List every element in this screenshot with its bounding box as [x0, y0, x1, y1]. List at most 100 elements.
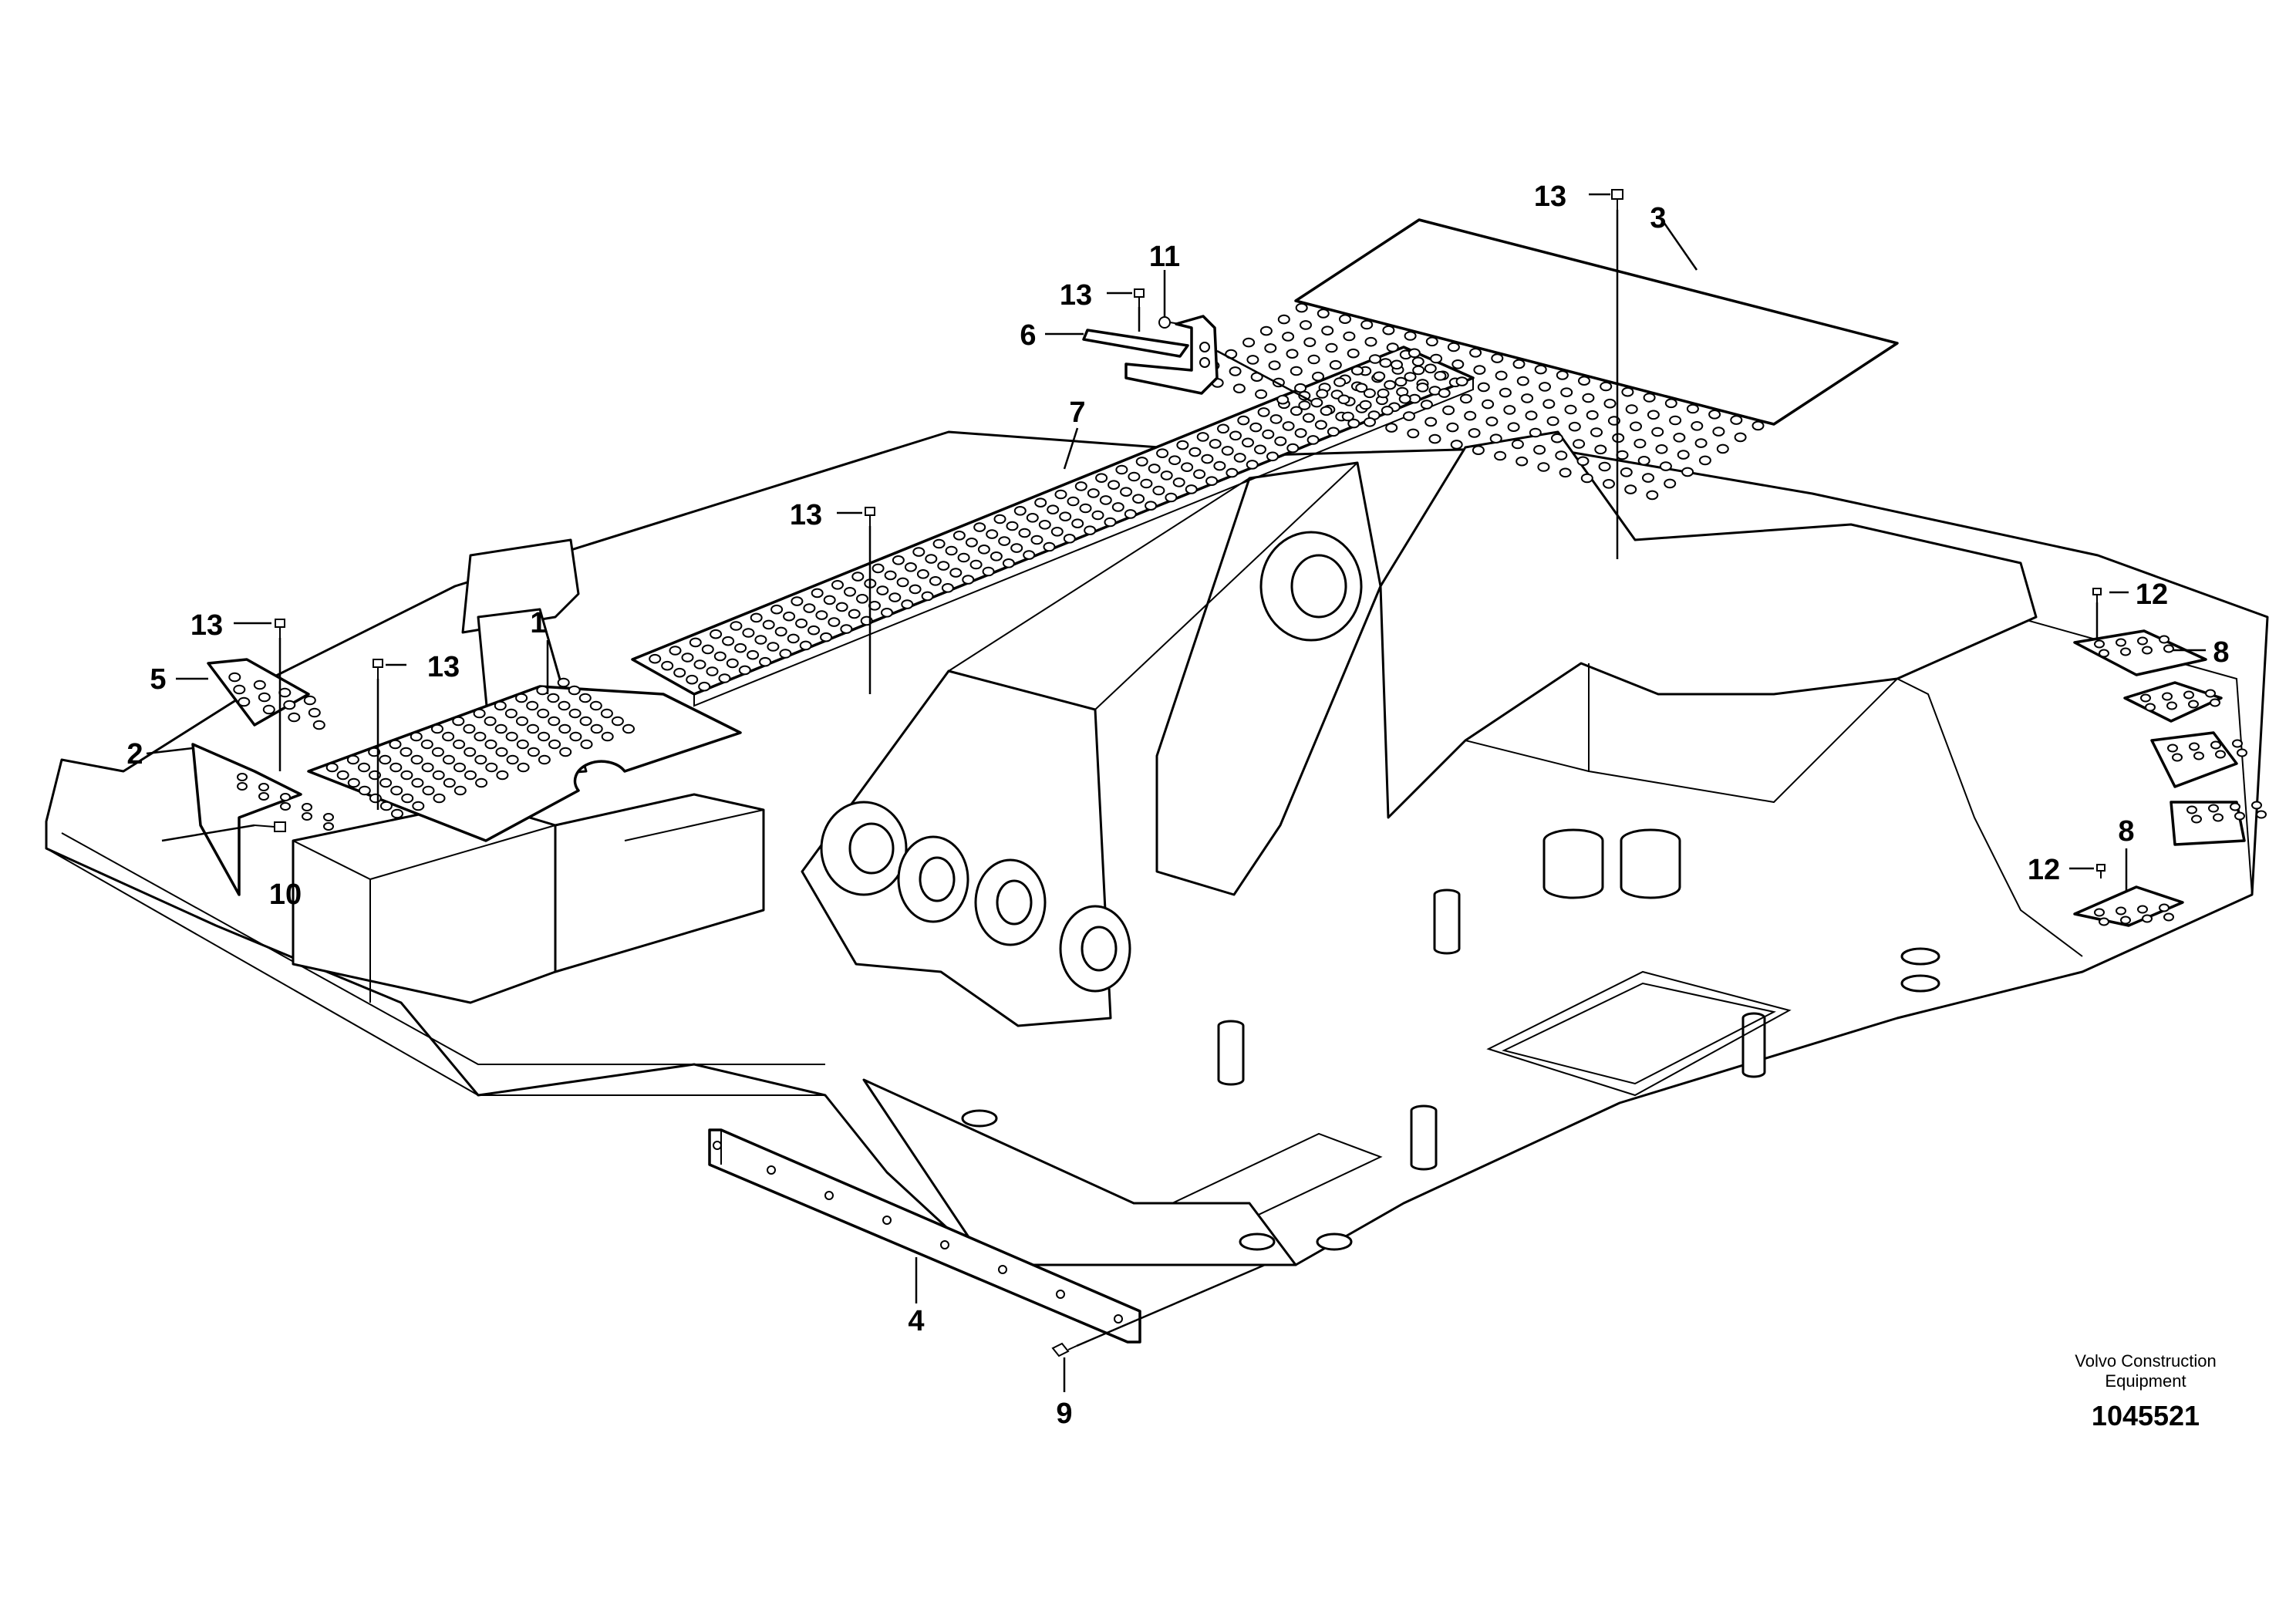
perforation-hole: [568, 685, 581, 696]
perforation-hole: [442, 754, 455, 765]
perforation-hole: [1686, 403, 1699, 414]
perforation-hole: [811, 588, 824, 599]
perforation-hole: [986, 529, 999, 539]
perforation-hole: [701, 644, 714, 655]
perforation-hole: [1343, 331, 1356, 342]
perforation-hole: [1091, 510, 1104, 521]
perforation-hole: [1317, 309, 1330, 319]
reference-number: 1045521: [2092, 1400, 2200, 1431]
perforation-hole: [1398, 394, 1411, 404]
perforation-hole: [649, 653, 662, 664]
brand-line-2: Equipment: [2105, 1371, 2186, 1391]
perforation-hole: [600, 708, 613, 719]
perforation-hole: [258, 692, 271, 703]
perforation-hole: [452, 716, 465, 727]
perforation-hole: [1377, 388, 1390, 399]
bolts: [254, 189, 2106, 1357]
perforation-hole: [1327, 427, 1340, 437]
perforation-hole: [1351, 366, 1364, 376]
perforation-hole: [2237, 748, 2247, 757]
perforation-hole: [2205, 689, 2216, 698]
perforation-hole: [1450, 440, 1463, 450]
perforation-hole: [443, 777, 456, 788]
perforation-hole: [840, 624, 853, 634]
perforation-hole: [347, 777, 360, 788]
perforation-hole: [515, 693, 528, 703]
perforation-hole: [1576, 456, 1590, 467]
perforation-hole: [1257, 407, 1270, 417]
perforation-hole: [228, 672, 241, 683]
perforation-hole: [258, 792, 269, 801]
perforation-hole: [787, 633, 800, 644]
perforation-hole: [1148, 464, 1161, 474]
perforation-hole: [1598, 461, 1611, 472]
bolt-13-a: [1611, 189, 1623, 210]
perforation-hole: [579, 716, 592, 727]
rail-4: [708, 1128, 1141, 1344]
perforation-hole: [463, 723, 476, 734]
perforation-hole: [1079, 503, 1092, 514]
perforation-hole: [1499, 387, 1512, 398]
perforation-hole: [412, 801, 425, 811]
perforation-hole: [1551, 433, 1563, 443]
perforation-hole: [1255, 389, 1268, 400]
perforation-hole: [1124, 509, 1137, 519]
perforation-hole: [718, 673, 731, 683]
perforation-hole: [2116, 906, 2126, 916]
perforation-hole: [921, 591, 934, 602]
perforation-hole: [2189, 742, 2200, 751]
perforation-hole: [1582, 393, 1595, 403]
perforation-hole: [1135, 457, 1148, 467]
perforation-hole: [1651, 427, 1664, 437]
perforation-hole: [1038, 520, 1051, 530]
step-plate-5: [207, 658, 325, 730]
perforation-hole: [1633, 438, 1647, 449]
clamp-bracket-6: [1082, 315, 1219, 395]
perforation-hole: [558, 723, 571, 734]
perforation-hole: [1580, 473, 1593, 484]
perforation-hole: [1282, 332, 1295, 342]
perforation-hole: [2159, 903, 2170, 912]
perforation-hole: [1295, 302, 1308, 313]
perforation-hole: [722, 636, 735, 646]
perforation-hole: [1226, 467, 1239, 478]
perforation-hole: [453, 739, 466, 750]
perforation-hole: [410, 731, 423, 742]
perforation-hole: [1233, 453, 1246, 463]
perforation-hole: [1303, 337, 1317, 348]
perforation-hole: [453, 762, 466, 773]
reference-block: Volvo Construction Equipment 1045521: [2075, 1351, 2216, 1431]
perforation-hole: [779, 649, 792, 659]
perforation-hole: [1229, 430, 1242, 441]
perforation-hole: [791, 596, 804, 606]
perforation-hole: [1664, 398, 1677, 409]
perforation-hole: [2210, 740, 2221, 750]
perforation-hole: [464, 770, 477, 781]
perforation-hole: [1290, 366, 1303, 376]
perforation-hole: [1115, 464, 1128, 475]
perforation-hole: [258, 783, 269, 791]
bolt-13-e: [373, 659, 383, 679]
perforation-hole: [410, 754, 423, 765]
perforation-hole: [1355, 383, 1368, 393]
perforation-hole: [1026, 513, 1039, 523]
perforation-hole: [957, 552, 970, 563]
perforation-hole: [965, 538, 978, 548]
perforation-hole: [1698, 455, 1711, 466]
perforation-hole: [1438, 388, 1451, 398]
perforation-hole: [1621, 386, 1634, 397]
perforation-hole: [1108, 480, 1121, 491]
perforation-hole: [1594, 444, 1607, 455]
perforation-hole: [1515, 456, 1529, 467]
perforation-hole: [1259, 325, 1273, 336]
perforation-hole: [2215, 750, 2226, 759]
perforation-hole: [881, 608, 893, 618]
perforation-hole: [2142, 646, 2153, 655]
callout-12-a: 12: [2136, 578, 2168, 611]
perforation-hole: [2094, 639, 2105, 649]
perforation-hole: [1363, 388, 1376, 399]
perforation-hole: [795, 618, 808, 629]
perforation-hole: [1229, 366, 1242, 376]
perforation-hole: [1620, 467, 1633, 477]
